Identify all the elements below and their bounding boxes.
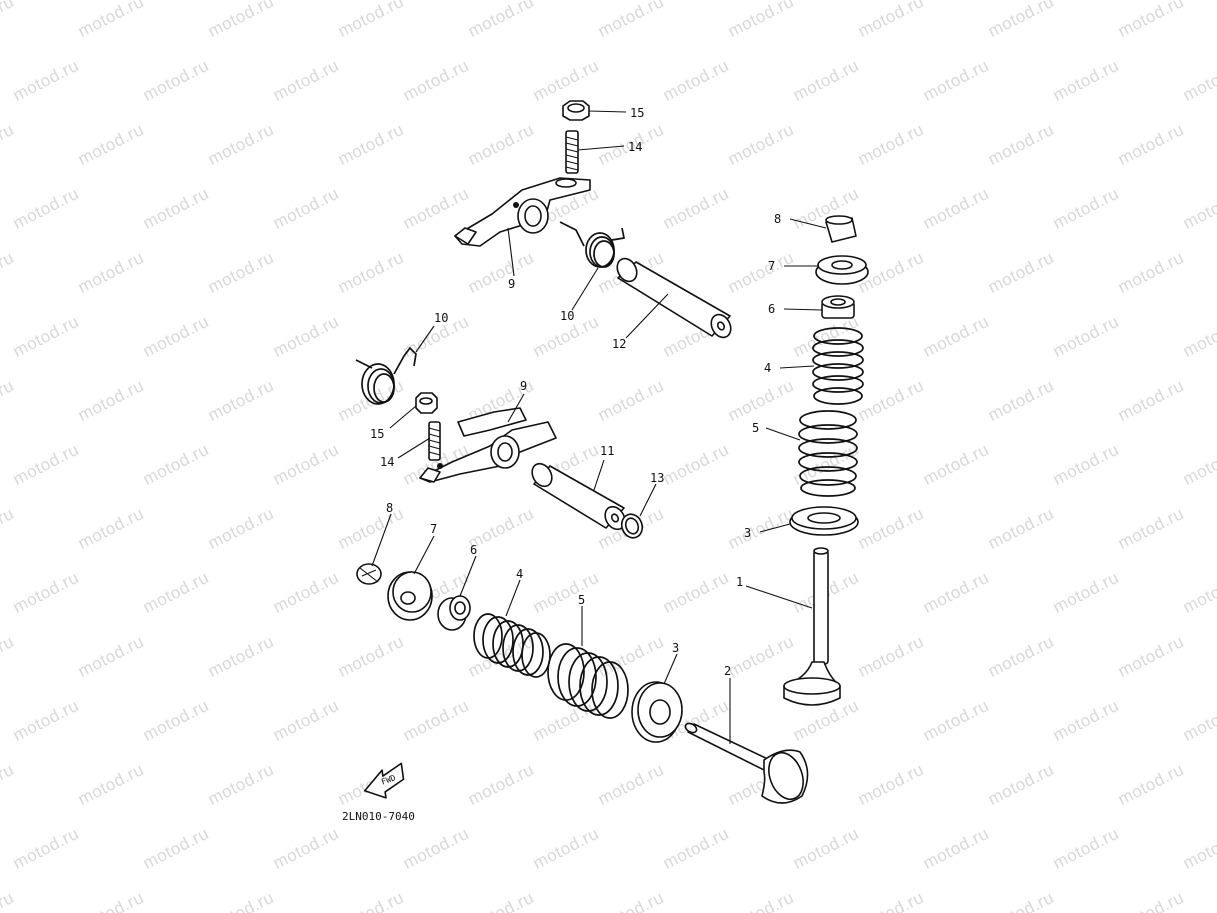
callout-12: 12 [612, 337, 626, 351]
part-12-rocker-shaft [616, 257, 732, 339]
leader-lines [371, 110, 827, 744]
part-6-valve-stem-seal-left [437, 595, 471, 631]
callout-1: 1 [736, 575, 743, 589]
callout-5-left: 5 [578, 593, 585, 607]
part-10-rocker-spring-upper [559, 221, 626, 268]
part-9-rocker-arm-upper [454, 177, 591, 247]
part-10-rocker-spring-lower [355, 346, 417, 405]
part-8-valve-cotter-left [356, 563, 382, 585]
callout-4-right: 4 [764, 361, 771, 375]
callout-8-left: 8 [386, 501, 393, 515]
part-4-inner-valve-spring-left [473, 613, 551, 678]
part-5-outer-valve-spring-left [547, 643, 629, 719]
part-2-valve-diagonal [684, 722, 809, 804]
callout-14-lower: 14 [380, 455, 394, 469]
part-15-locknut-lower [415, 392, 438, 414]
part-3-spring-seat-right [789, 506, 859, 536]
part-7-spring-retainer-left [387, 571, 433, 621]
part-14-adjusting-screw-lower [428, 421, 441, 461]
vertical-valve-stack [783, 215, 869, 706]
part-15-locknut-upper [562, 100, 590, 121]
part-1-valve-vertical [783, 547, 841, 706]
callout-numbers: 15 14 9 10 12 10 9 15 14 11 13 8 7 6 4 5… [370, 106, 781, 678]
callout-5-right: 5 [752, 421, 759, 435]
callout-3-right: 3 [744, 526, 751, 540]
fwd-arrow: FWD [363, 762, 405, 799]
callout-11: 11 [600, 444, 614, 458]
callout-8-right: 8 [774, 212, 781, 226]
callout-7-left: 7 [430, 522, 437, 536]
diagonal-valve-stack [356, 563, 809, 804]
part-11-rocker-shaft [531, 462, 626, 531]
upper-rocker-arm-assembly [454, 100, 732, 339]
callout-10-lower: 10 [434, 311, 448, 325]
callout-6-right: 6 [768, 302, 775, 316]
callout-4-left: 4 [516, 567, 523, 581]
callout-9-upper: 9 [508, 277, 515, 291]
callout-9-lower: 9 [520, 379, 527, 393]
lower-rocker-arm-assembly [355, 346, 644, 539]
part-5-outer-valve-spring-right [798, 410, 858, 497]
part-8-valve-cotter-right [825, 215, 857, 243]
part-6-valve-stem-seal-right [821, 295, 855, 319]
part-7-spring-retainer-right [815, 255, 869, 285]
callout-10-upper: 10 [560, 309, 574, 323]
callout-7-right: 7 [768, 259, 775, 273]
part-3-spring-seat-left [631, 681, 683, 743]
callout-2: 2 [724, 664, 731, 678]
part-9-rocker-arm-lower [419, 407, 557, 483]
callout-14-upper: 14 [628, 140, 642, 154]
callout-6-left: 6 [470, 543, 477, 557]
part-14-adjusting-screw-upper [565, 130, 579, 174]
diagram-code: 2LN010-7040 [342, 810, 415, 823]
callout-15-lower: 15 [370, 427, 384, 441]
part-4-inner-valve-spring-right [812, 327, 864, 405]
callout-13: 13 [650, 471, 664, 485]
callout-15-upper: 15 [630, 106, 644, 120]
callout-3-left: 3 [672, 641, 679, 655]
part-13-o-ring [620, 513, 644, 539]
